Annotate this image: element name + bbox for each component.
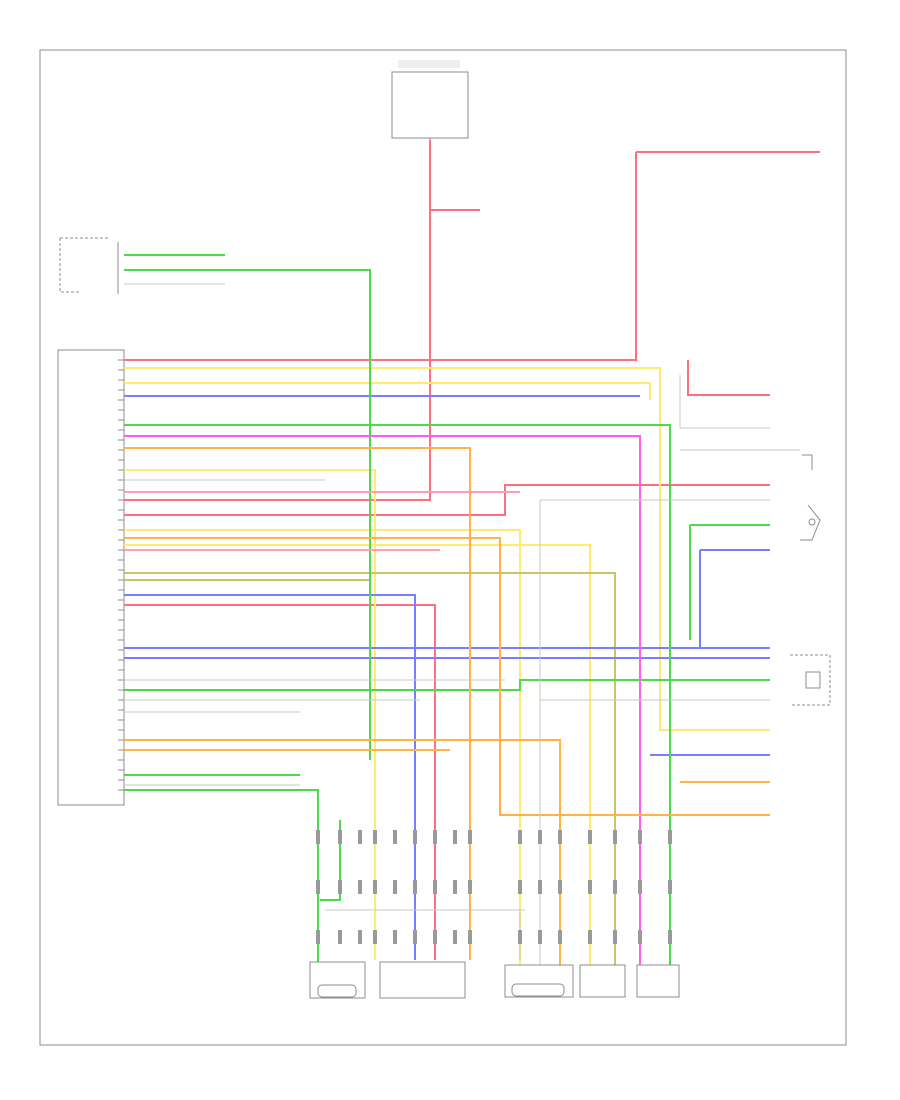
left-control-module [57,349,125,806]
connector-stub-12-3 [558,930,562,944]
connector-stub-4-2 [373,880,377,894]
connector-stub-15-3 [638,930,642,944]
connector-stub-4-1 [373,830,377,844]
connector-stub-14-3 [613,930,617,944]
connector-stub-11-3 [538,930,542,944]
connector-stub-11-1 [538,830,542,844]
wire-orange-35 [124,537,770,816]
connector-stub-16-2 [668,880,672,894]
wire-harness [124,140,820,965]
wire-yellow-9 [124,382,651,400]
wire-red-5 [687,360,770,396]
connector-stub-7-2 [433,880,437,894]
diagram-frame [39,49,847,1046]
connector-stub-10-2 [518,880,522,894]
connector-stub-13-1 [588,830,592,844]
connector-stub-2-3 [338,930,342,944]
connector-stub-1-3 [316,930,320,944]
connector-stub-1-1 [316,830,320,844]
connector-stub-10-3 [518,930,522,944]
connector-stub-8-3 [453,930,457,944]
connector-stub-3-1 [358,830,362,844]
connector-stub-14-1 [613,830,617,844]
left-upper-module [59,237,119,294]
wire-yellow-8 [124,367,770,731]
connector-stub-8-1 [453,830,457,844]
wire-green-27 [124,679,770,691]
connector-stub-8-2 [453,880,457,894]
connector-stub-7-1 [433,830,437,844]
connector-stub-10-1 [518,830,522,844]
connector-stub-2-1 [338,830,342,844]
connector-stub-13-3 [588,930,592,944]
connector-stub-16-3 [668,930,672,944]
wire-magenta-31 [124,435,641,965]
connector-stub-6-1 [413,830,417,844]
connector-stub-16-1 [668,830,672,844]
connector-stub-2-2 [338,880,342,894]
right-bottom-motor [504,964,680,998]
wire-yellow-11 [124,529,521,965]
connector-stub-3-3 [358,930,362,944]
wire-yellow-10 [124,469,376,960]
connector-stub-9-1 [468,830,472,844]
wire-green-23 [124,269,371,760]
passenger-switch-upper [800,454,821,541]
wire-green-24 [124,424,671,965]
wire-red-6 [124,484,770,516]
connector-stub-3-2 [358,880,362,894]
connector-stub-15-2 [638,880,642,894]
wire-yellow-12 [124,544,591,965]
connector-stub-12-2 [558,880,562,894]
control-module-pins [118,359,124,791]
top-fuse-block [391,60,469,150]
wire-red-1 [124,140,431,501]
connector-stub-5-3 [393,930,397,944]
connector-stub-14-2 [613,880,617,894]
wire-red-3 [124,152,637,361]
wire-orange-32 [124,447,471,960]
connector-stub-6-2 [413,880,417,894]
connector-stub-5-1 [393,830,397,844]
wire-green-29 [124,789,319,965]
connector-stub-5-2 [393,880,397,894]
connector-stub-11-2 [538,880,542,894]
connector-stub-6-3 [413,930,417,944]
wire-blue-16 [124,594,416,960]
connector-stub-9-3 [468,930,472,944]
left-bottom-motor [309,961,466,999]
connector-stub-12-1 [558,830,562,844]
connector-stub-9-2 [468,880,472,894]
connector-stub-15-1 [638,830,642,844]
passenger-switch-lower [790,654,831,706]
connector-stub-13-2 [588,880,592,894]
connector-stub-1-2 [316,880,320,894]
wire-green-30 [320,820,341,901]
connector-stub-4-3 [373,930,377,944]
connector-stub-7-3 [433,930,437,944]
